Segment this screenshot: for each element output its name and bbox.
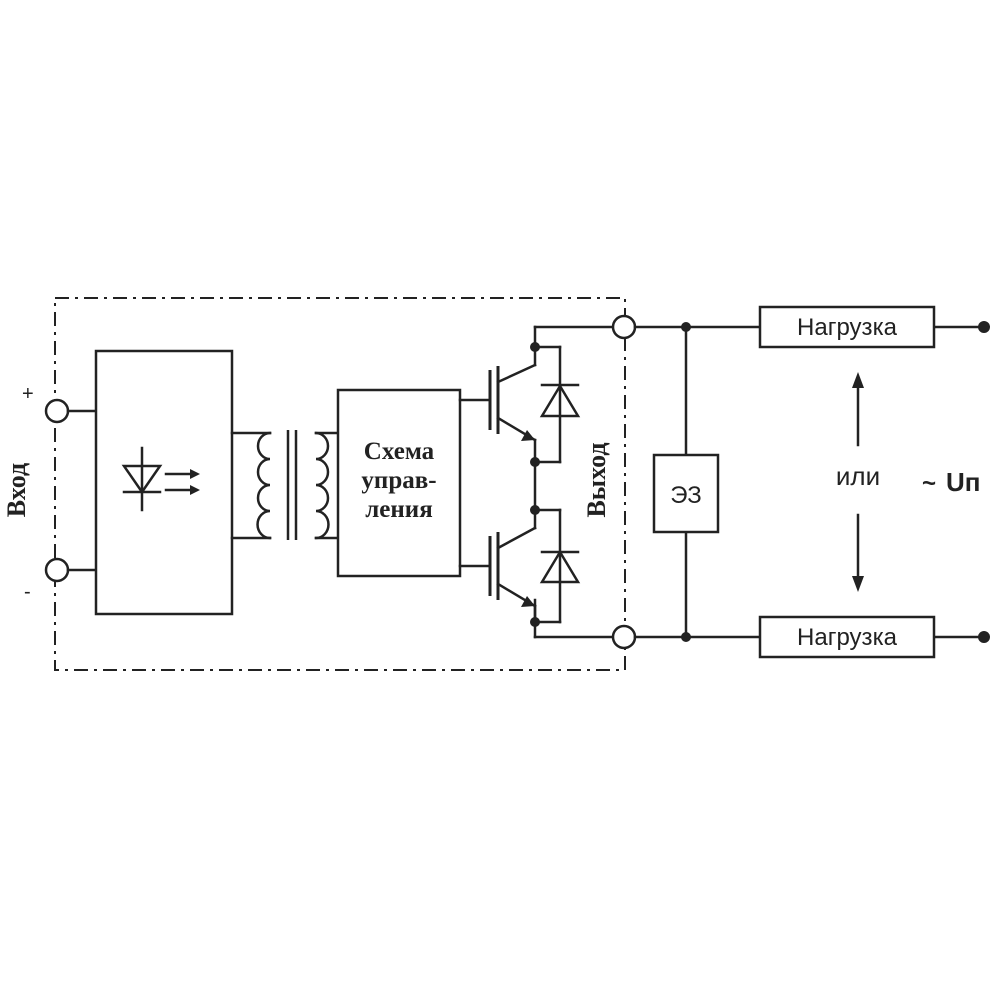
input-plus-sign: + [22,383,34,405]
load-bottom-label: Нагрузка [797,624,898,651]
diode-bottom-icon [533,508,581,624]
load-top-box [758,305,936,349]
supply-top-terminal [978,321,990,333]
protection-box [652,453,720,534]
input-plus-terminal[interactable] [44,398,70,424]
control-circuit-block: Схема управ- ления [336,388,492,578]
control-label-line3: ления [365,496,432,523]
junction-dot [530,617,540,627]
input-minus-terminal[interactable] [44,557,70,583]
igbt-top-icon [488,363,537,464]
input-minus-sign: - [24,581,31,603]
load-top-label: Нагрузка [797,314,898,341]
arrow-down-icon [852,576,864,592]
junction-dot [530,505,540,515]
igbt-output-stage [488,325,615,639]
output-top-terminal[interactable] [611,314,637,340]
output-bottom-terminal[interactable] [611,624,637,650]
or-label: или [836,461,880,491]
supply-voltage: ~ Uп [922,467,980,497]
load-top: Нагрузка [758,305,936,349]
protection-label: ЭЗ [670,482,701,509]
led-diode-icon [121,446,163,512]
input-section: Вход + - [2,383,98,603]
optocoupler-block [94,349,234,616]
input-label: Вход [2,463,31,517]
control-block-frame [336,388,462,578]
junction-dot [681,322,691,332]
input-block-frame [94,349,234,616]
control-label-line2: управ- [361,467,436,494]
supply-bottom-terminal [978,631,990,643]
ac-symbol: ~ [922,470,936,497]
protection-element: ЭЗ [652,453,720,534]
arrow-up-icon [852,372,864,388]
load-bottom: Нагрузка [758,615,936,659]
junction-dot [530,342,540,352]
junction-dot [530,457,540,467]
load-bottom-box [758,615,936,659]
transformer-icon [230,430,340,540]
junction-dot [681,632,691,642]
or-indicator: или [836,372,880,592]
igbt-bottom-icon [488,460,537,624]
light-emission-arrows-icon [164,469,200,495]
control-label-line1: Схема [364,438,435,465]
output-label: Выход [582,442,611,517]
relay-enclosure [54,297,626,671]
external-wiring [633,321,990,643]
diode-top-icon [533,345,581,464]
supply-label: Uп [946,467,980,497]
